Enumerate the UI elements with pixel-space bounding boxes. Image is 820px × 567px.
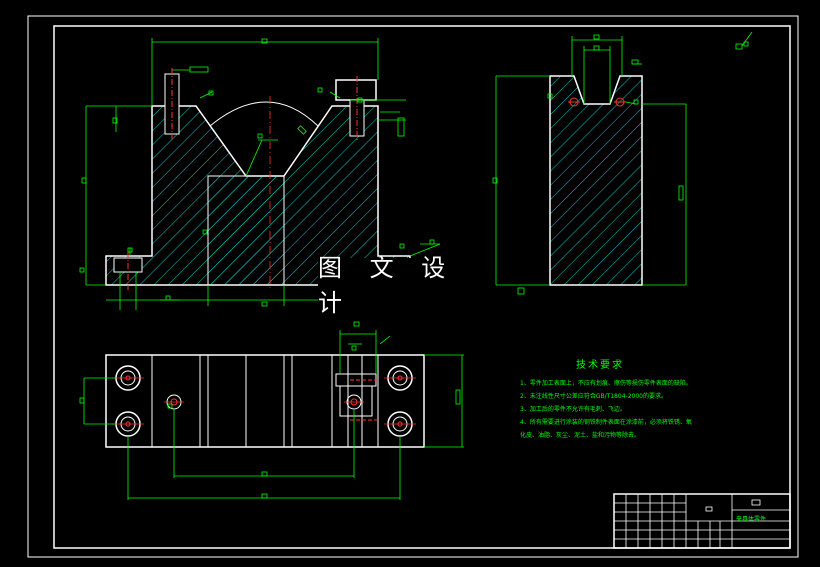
right-screw-head [335, 79, 377, 101]
tech-requirements: 技术要求 1、零件加工表面上，不应有划痕、擦伤等损伤零件表面的缺陷。 2、未注线… [520, 356, 790, 442]
title-block-part-name: 夹具体零件 [736, 516, 767, 523]
tech-line: 3、加工后的零件不允许有毛刺、飞边。 [520, 406, 626, 413]
front-arc [209, 101, 319, 127]
watermark: 图 文 设 计 [318, 254, 494, 317]
tech-line: 1、零件加工表面上，不应有划痕、擦伤等损伤零件表面的缺陷。 [520, 380, 692, 387]
tech-line: 化皮、油脂、灰尘、泥土、盐和污物等除去。 [520, 432, 641, 439]
side-section-body [549, 75, 643, 286]
side-view [549, 75, 643, 286]
top-dimensions [79, 321, 464, 500]
tech-line: 2、未注线性尺寸公差应符合GB/T1804-2000的要求。 [520, 393, 667, 400]
front-inner-slot [207, 175, 285, 286]
inner-frame [53, 25, 791, 549]
top-view-outline [105, 354, 425, 448]
tech-title: 技术要求 [576, 360, 624, 371]
title-block [613, 493, 791, 549]
side-dimensions [492, 31, 753, 295]
tech-line: 4、所有需要进行涂装的钢铁制件表面在涂漆前，必须将铁锈、氧 [520, 419, 692, 426]
front-view [105, 68, 411, 290]
outer-frame [27, 15, 799, 558]
